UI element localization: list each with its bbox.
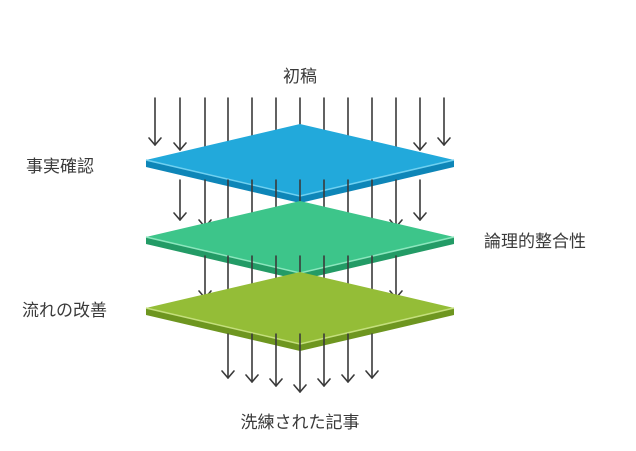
- arrows-out-final: [221, 333, 379, 393]
- down-arrow: [365, 333, 379, 379]
- layer-label-fact-check: 事実確認: [26, 157, 94, 177]
- down-arrow: [317, 333, 331, 387]
- down-arrow: [173, 97, 187, 151]
- layer-label-logic: 論理的整合性: [484, 232, 586, 252]
- down-arrow: [269, 333, 283, 387]
- down-arrow: [413, 97, 427, 151]
- output-label: 洗練された記事: [240, 413, 360, 433]
- down-arrow: [437, 97, 451, 146]
- down-arrow: [413, 179, 427, 221]
- down-arrow: [198, 255, 212, 299]
- down-arrow: [293, 333, 307, 393]
- down-arrow: [389, 255, 403, 299]
- layer-label-flow: 流れの改善: [22, 301, 107, 321]
- down-arrow: [173, 179, 187, 221]
- down-arrow: [389, 179, 403, 228]
- down-arrow: [221, 333, 235, 379]
- down-arrow: [148, 97, 162, 146]
- down-arrow: [198, 179, 212, 228]
- down-arrow: [245, 333, 259, 383]
- input-label: 初稿: [283, 67, 317, 87]
- down-arrow: [341, 333, 355, 383]
